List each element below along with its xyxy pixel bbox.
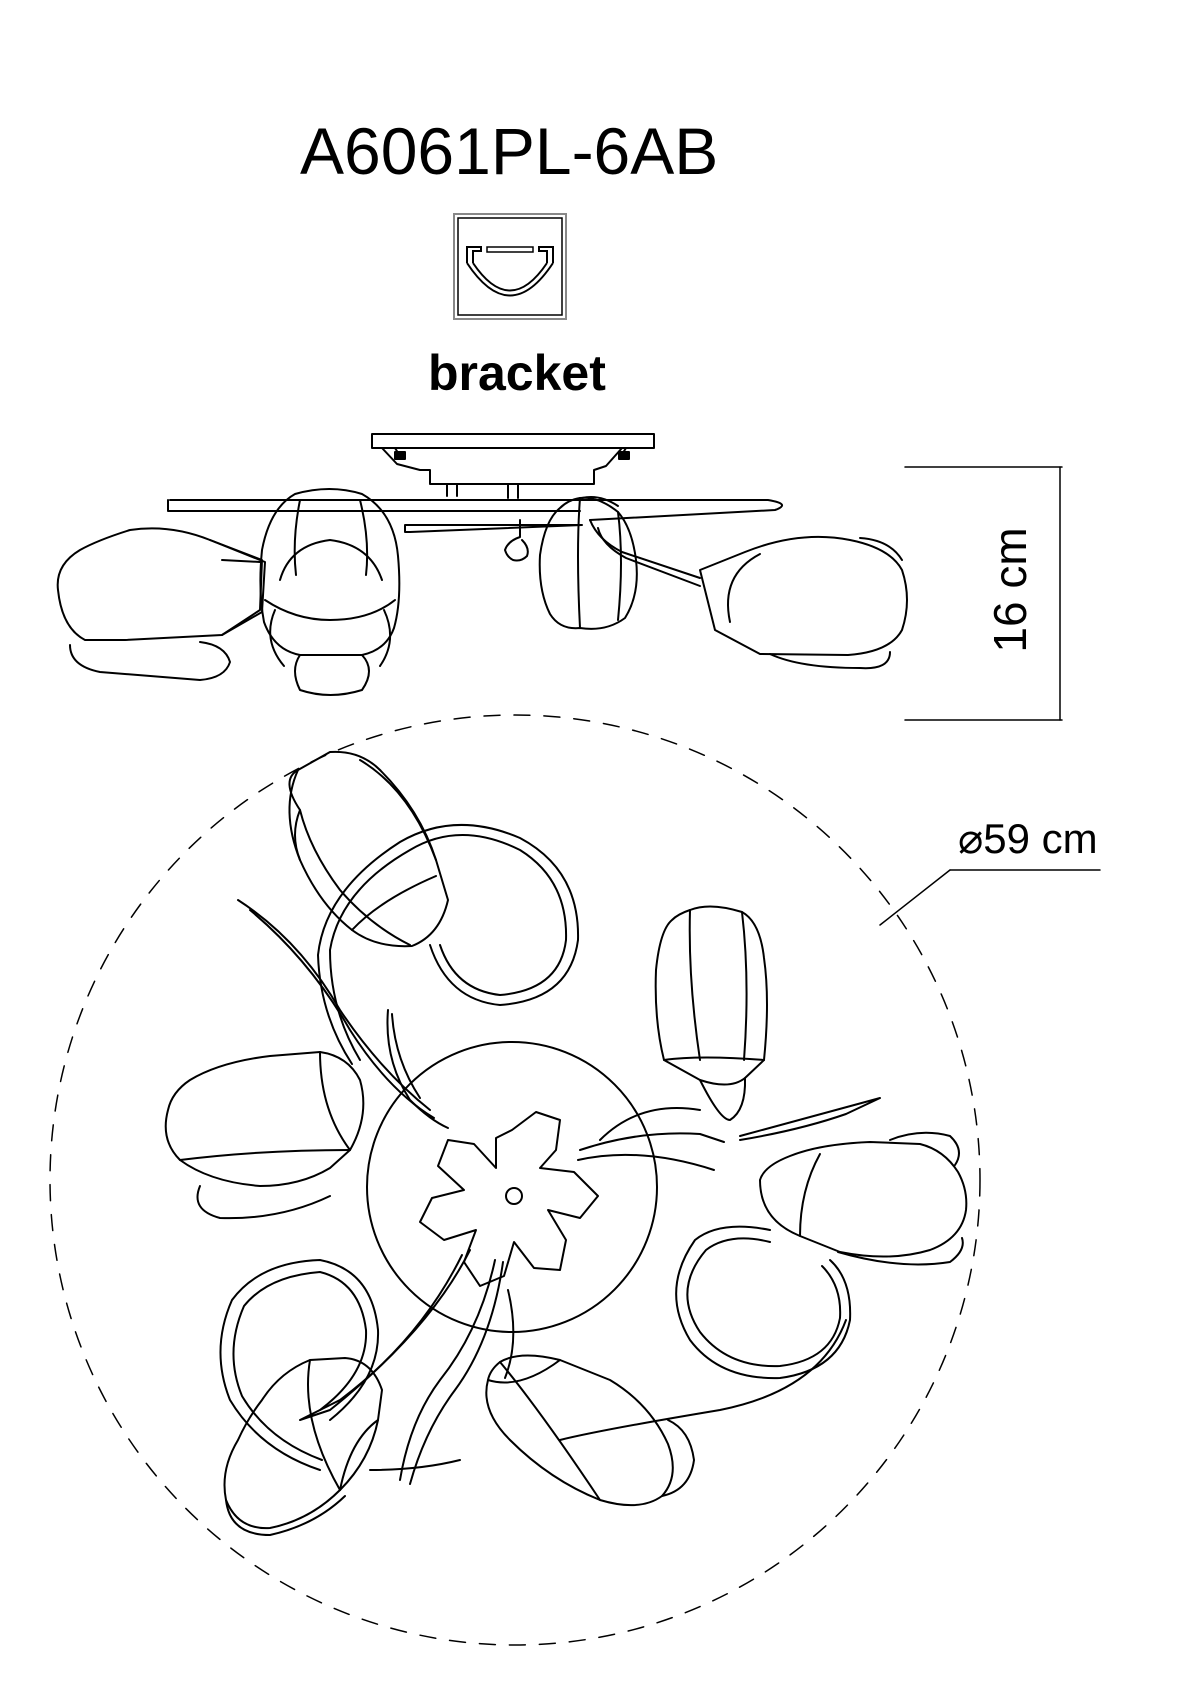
- diameter-dimension-label: ⌀59 cm: [958, 815, 1098, 862]
- top-view: [49, 714, 1101, 1646]
- model-number: A6061PL-6AB: [300, 114, 719, 188]
- side-view: [56, 433, 908, 696]
- height-dimension-label: 16 cm: [984, 527, 1036, 653]
- bracket-icon: [453, 213, 567, 320]
- bracket-label: bracket: [428, 345, 606, 401]
